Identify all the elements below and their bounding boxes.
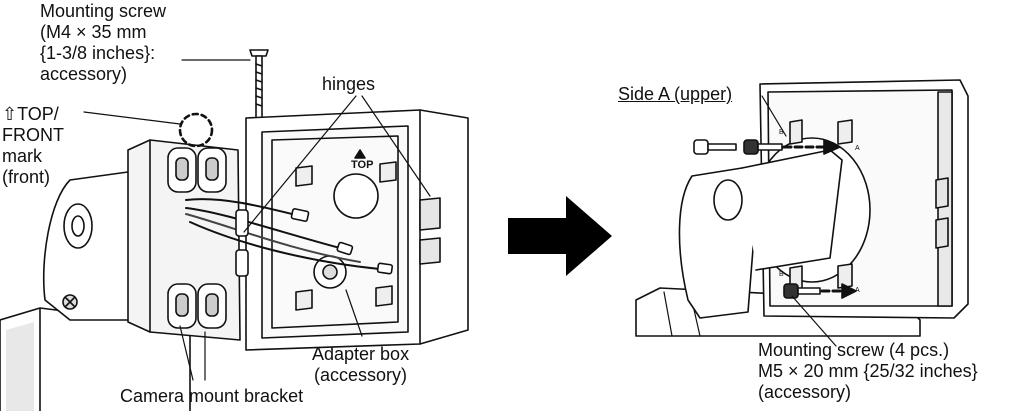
base-shading [6, 322, 34, 411]
top-front-mark-highlight [178, 112, 214, 148]
hole-letter-a-lower: A [855, 287, 860, 294]
box-top-mark: TOP [351, 159, 373, 171]
mounting-screw-line-2: (M4 × 35 mm [40, 22, 147, 42]
top-front-line-3: mark [2, 146, 42, 166]
hinge-pins [235, 209, 249, 277]
mounting-screw-line-3: {1-3/8 inches}: [40, 43, 156, 63]
hinges-label: hinges [322, 74, 376, 94]
adapter-box-line-1: Adapter box [312, 344, 410, 364]
cable-connectors [290, 208, 394, 275]
top-front-line-1: ⇧TOP/ [2, 104, 59, 124]
leader-adapter-box [345, 289, 363, 337]
screw-4pcs-line-1: Mounting screw (4 pcs.) [758, 340, 950, 360]
mounting-screw-line-1: Mounting screw [40, 1, 167, 21]
right-arrow-icon [508, 196, 612, 276]
camera-arm [42, 171, 141, 321]
mounting-screw-label: Mounting screw (M4 × 35 mm {1-3/8 inches… [40, 1, 166, 85]
mounting-screw-line-4: accessory) [40, 64, 128, 84]
screw-icon-upper-2 [743, 139, 783, 155]
top-front-line-4: (front) [2, 167, 51, 187]
box-top-arrow-icon [354, 149, 366, 159]
adapter-box-label: Adapter box (accessory) [312, 344, 409, 386]
camera-mount-bracket-label: Camera mount bracket [120, 386, 304, 406]
camera-cables [185, 198, 391, 271]
leader-bracket [179, 325, 206, 381]
top-front-line-2: FRONT [2, 125, 64, 145]
leader-mounting-screw-4pcs [791, 295, 837, 347]
screw-icon-lower [783, 283, 821, 299]
top-front-mark-label: ⇧TOP/ FRONT mark (front) [2, 104, 64, 188]
leader-top-front [83, 111, 181, 125]
screw-4pcs-line-3: (accessory) [758, 382, 852, 402]
hole-letter-a-upper: A [855, 145, 860, 152]
right-figure: B A B A [635, 79, 969, 347]
left-figure: TOP [0, 49, 469, 412]
bracket-bosses [167, 147, 227, 329]
leader-hinges [243, 95, 431, 233]
mounting-screw-4pcs-label: Mounting screw (4 pcs.) M5 × 20 mm {25/3… [758, 340, 978, 403]
screw-4pcs-line-2: M5 × 20 mm {25/32 inches} [758, 361, 978, 381]
hole-letter-b-upper: B [779, 129, 784, 136]
hole-letter-b-lower: B [779, 271, 784, 278]
adapter-box-line-2: (accessory) [314, 365, 408, 385]
leader-side-a [761, 95, 787, 137]
screw-icon [249, 49, 269, 119]
side-a-label: Side A (upper) [618, 84, 733, 104]
screw-icon-upper-1 [693, 139, 737, 155]
